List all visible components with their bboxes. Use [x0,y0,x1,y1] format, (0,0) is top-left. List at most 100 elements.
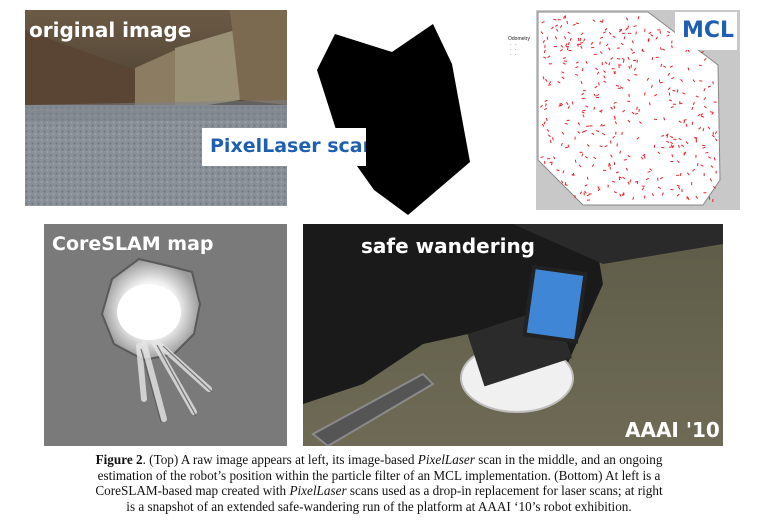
mcl-particle [692,101,695,106]
mcl-particle [667,87,671,91]
mcl-particle [714,131,718,135]
mcl-particle [669,141,674,145]
mcl-particle [613,105,616,109]
mcl-particle [567,105,570,109]
mcl-particle [582,114,585,118]
mcl-particle [591,132,595,136]
mcl-particle [543,56,547,59]
mcl-particle [574,159,577,163]
mcl-particle [543,121,546,125]
mcl-particle [608,31,612,35]
mcl-particle [597,188,601,192]
mcl-particle [564,122,568,125]
mcl-particle [702,128,705,132]
mcl-particle [657,186,661,190]
mcl-particle [657,151,661,155]
mcl-particle [554,36,558,40]
mcl-particle [619,193,622,197]
mcl-particle [561,180,564,184]
mcl-particle [648,31,652,35]
mcl-particle [612,135,616,139]
mcl-particle [695,195,699,199]
mcl-particle [592,19,596,22]
mcl-particle [577,122,581,126]
mcl-particle [644,92,646,96]
mcl-particle [695,139,698,143]
mcl-particle [654,94,658,97]
mcl-particle [687,67,690,71]
mcl-particle [579,42,583,44]
mcl-particle [676,174,680,177]
mcl-particle [604,145,608,148]
mcl-particle [660,176,664,180]
mcl-particle [583,129,587,133]
mcl-particle [618,29,622,33]
mcl-particle [567,31,571,35]
mcl-particle [632,196,635,200]
mcl-particle [679,172,682,177]
mcl-particle [622,109,626,113]
mcl-particle [713,185,716,189]
mcl-particle [692,79,696,83]
mcl-particle [548,81,552,85]
mcl-particle [561,71,565,74]
mcl-particle [564,146,569,149]
mcl-particle [585,105,589,108]
mcl-particle [709,111,713,113]
mcl-particle [608,162,611,166]
mcl-particle [633,25,637,27]
mcl-particle [685,123,688,127]
mcl-particle [682,92,686,95]
mcl-particle [549,140,552,144]
mcl-particle [602,132,606,136]
mcl-particle [567,144,570,148]
mcl-particle [619,176,623,179]
mcl-particle [558,104,562,107]
mcl-particle [637,16,640,20]
mcl-panel: Odometry · ·· ·· · MCL [508,10,740,210]
mcl-particle [545,78,548,82]
mcl-particle [631,111,635,115]
mcl-particle [565,43,568,47]
mcl-particle [695,95,699,98]
mcl-particle [648,102,651,106]
pixellaser-scan-label: PixelLaser scan [210,135,366,157]
mcl-particle [613,101,617,104]
mcl-particle-map [536,10,740,210]
mcl-particle [614,121,617,125]
mcl-particle [612,180,616,183]
mcl-particle [556,169,560,172]
mcl-particle [590,41,594,45]
mcl-particle [678,144,680,148]
mcl-particle [618,177,621,181]
mcl-particle [666,140,670,143]
mcl-particle [670,106,674,108]
mcl-particle [666,34,670,37]
mcl-particle [647,170,651,173]
mcl-particle [676,160,680,164]
mcl-particle [591,163,595,168]
mcl-particle [553,18,557,21]
mcl-particle [645,177,649,181]
mcl-particle [698,127,702,130]
mcl-particle [543,49,546,53]
mcl-particle [560,103,564,107]
mcl-particle [669,65,673,68]
mcl-particle [581,68,584,72]
mcl-particle [625,167,628,171]
mcl-particle [709,178,713,182]
mcl-particle [646,77,650,81]
mcl-particle [630,48,633,52]
mcl-particle [692,168,696,172]
mcl-particle [595,67,598,71]
mcl-particle [633,67,637,71]
mcl-particle [560,45,564,48]
caption-line-2: estimation of the robot’s position withi… [97,467,661,483]
mcl-particle [665,133,669,137]
mcl-particle [650,84,653,88]
mcl-particle [621,193,625,197]
mcl-particle [671,77,675,80]
mcl-particle [544,99,548,102]
mcl-particle [663,117,666,121]
mcl-particle [650,34,654,37]
